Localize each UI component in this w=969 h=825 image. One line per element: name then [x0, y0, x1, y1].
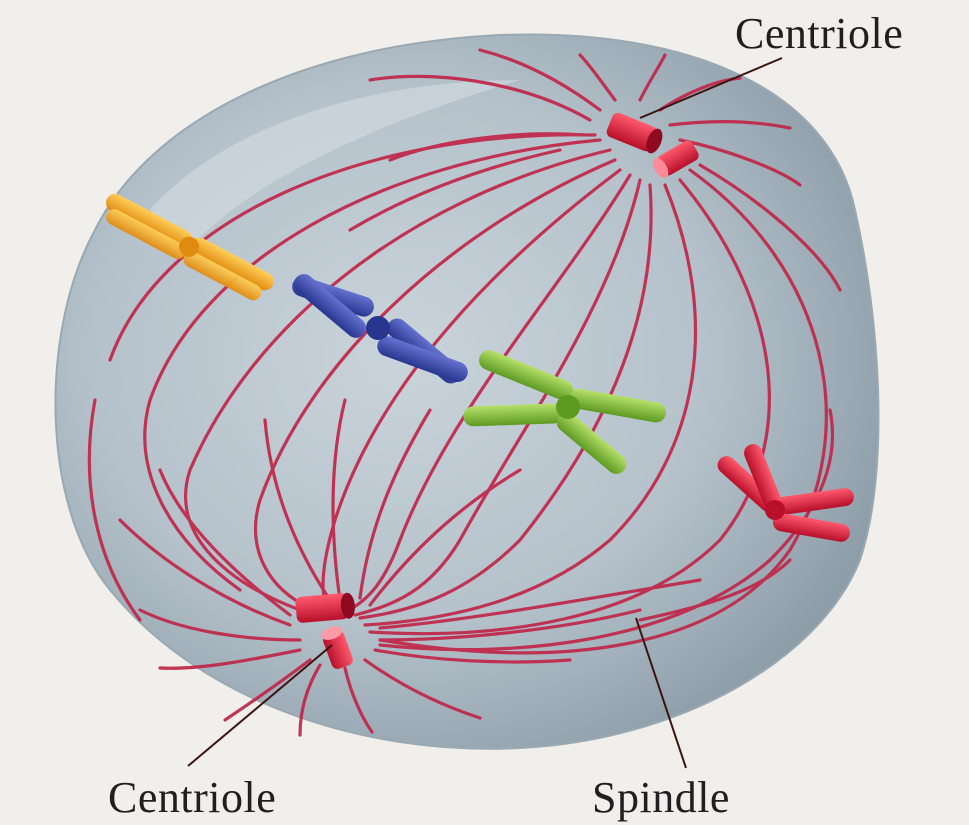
centriole-label-bottom: Centriole	[108, 772, 276, 823]
centriole-label-top: Centriole	[735, 8, 903, 59]
spindle-label: Spindle	[592, 772, 730, 823]
